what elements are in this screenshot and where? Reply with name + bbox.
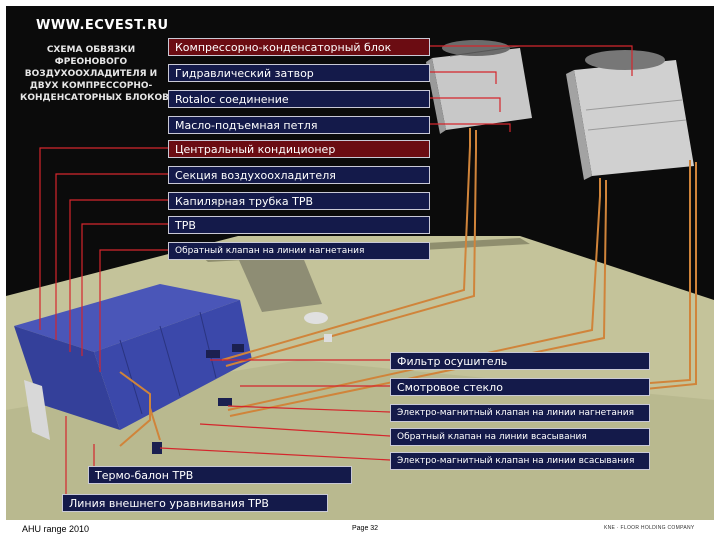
caption-line: ВОЗДУХООХЛАДИТЕЛЯ И [24,69,158,79]
caption-line: СХЕМА ОБВЯЗКИ [46,45,136,55]
label-discharge-check-valve: Обратный клапан на линии нагнетания [168,242,430,260]
condensing-unit-2 [566,50,694,180]
condensing-unit-1 [426,40,532,134]
label-discharge-solenoid-valve: Электро-магнитный клапан на линии нагнет… [390,404,650,422]
footer-range: AHU range 2010 [22,524,90,534]
label-rotaloc-connection: Rotaloc соединение [168,90,430,108]
label-sight-glass: Смотровое стекло [390,378,650,396]
label-central-air-conditioner: Центральный кондиционер [168,140,430,158]
caption-line: ДВУХ КОМПРЕССОРНО- [29,81,153,91]
diagram-caption: СХЕМА ОБВЯЗКИ ФРЕОНОВОГО ВОЗДУХООХЛАДИТЕ… [20,44,169,104]
caption-line: КОНДЕНСАТОРНЫХ БЛОКОВ [20,93,169,103]
label-filter-drier: Фильтр осушитель [390,352,650,370]
label-expansion-valve: ТРВ [168,216,430,234]
duct [238,250,322,312]
page-number: Page 32 [352,525,379,532]
label-condensing-unit: Компрессорно-конденсаторный блок [168,38,430,56]
company-logo-text: KNE · FLOOR HOLDING COMPANY [604,525,695,531]
label-hydraulic-seal: Гидравлический затвор [168,64,430,82]
caption-line: ФРЕОНОВОГО [54,57,128,67]
label-oil-lift-loop: Масло-подъемная петля [168,116,430,134]
label-air-cooler-section: Секция воздухоохладителя [168,166,430,184]
label-external-equalizer-line: Линия внешнего уравнивания ТРВ [62,494,328,512]
duct-fitting [304,312,328,324]
pipe-components [152,334,332,454]
label-thermal-bulb: Термо-балон ТРВ [88,466,352,484]
site-url: WWW.ECVEST.RU [36,18,169,33]
leader-lines [39,45,633,500]
label-suction-check-valve: Обратный клапан на линии всасывания [390,428,650,446]
label-capillary-tube: Капилярная трубка ТРВ [168,192,430,210]
label-suction-solenoid-valve: Электро-магнитный клапан на линии всасыв… [390,452,650,470]
